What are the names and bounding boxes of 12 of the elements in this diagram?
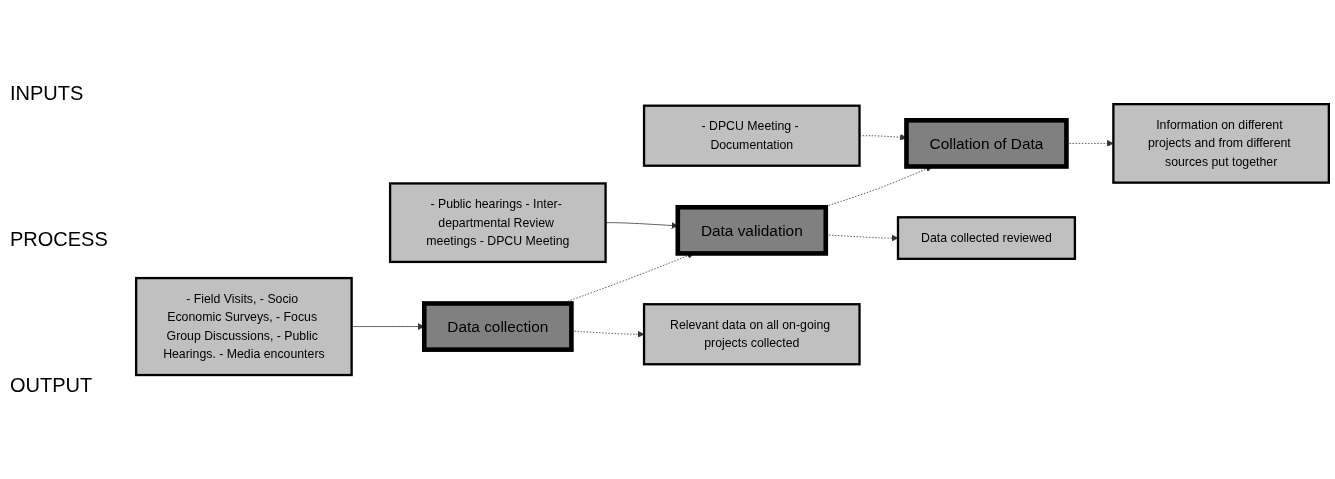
row-label: OUTPUT [10, 374, 94, 398]
node-box: Information on different projects and from different sources put together [1112, 102, 1330, 184]
node-box: Data validation [675, 204, 829, 256]
node-box: Collation of Data [904, 117, 1069, 169]
row-label: PROCESS [10, 228, 109, 251]
node-box: - Field Visits, - Socio Economic Surveys, - Focus Group Discussions, - Public Hearings. - Media encounters [135, 276, 353, 377]
node-box: - Public hearings - Inter- departmental Review meetings - DPCU Meeting [388, 182, 607, 263]
row-label: INPUTS [10, 81, 85, 105]
node-box: - DPCU Meeting - Documentation [642, 104, 861, 167]
node-box: Relevant data on all on-going projects collected [642, 303, 861, 366]
node-box: Data collection [421, 301, 574, 352]
node-box: Data collected reviewed [896, 216, 1077, 260]
